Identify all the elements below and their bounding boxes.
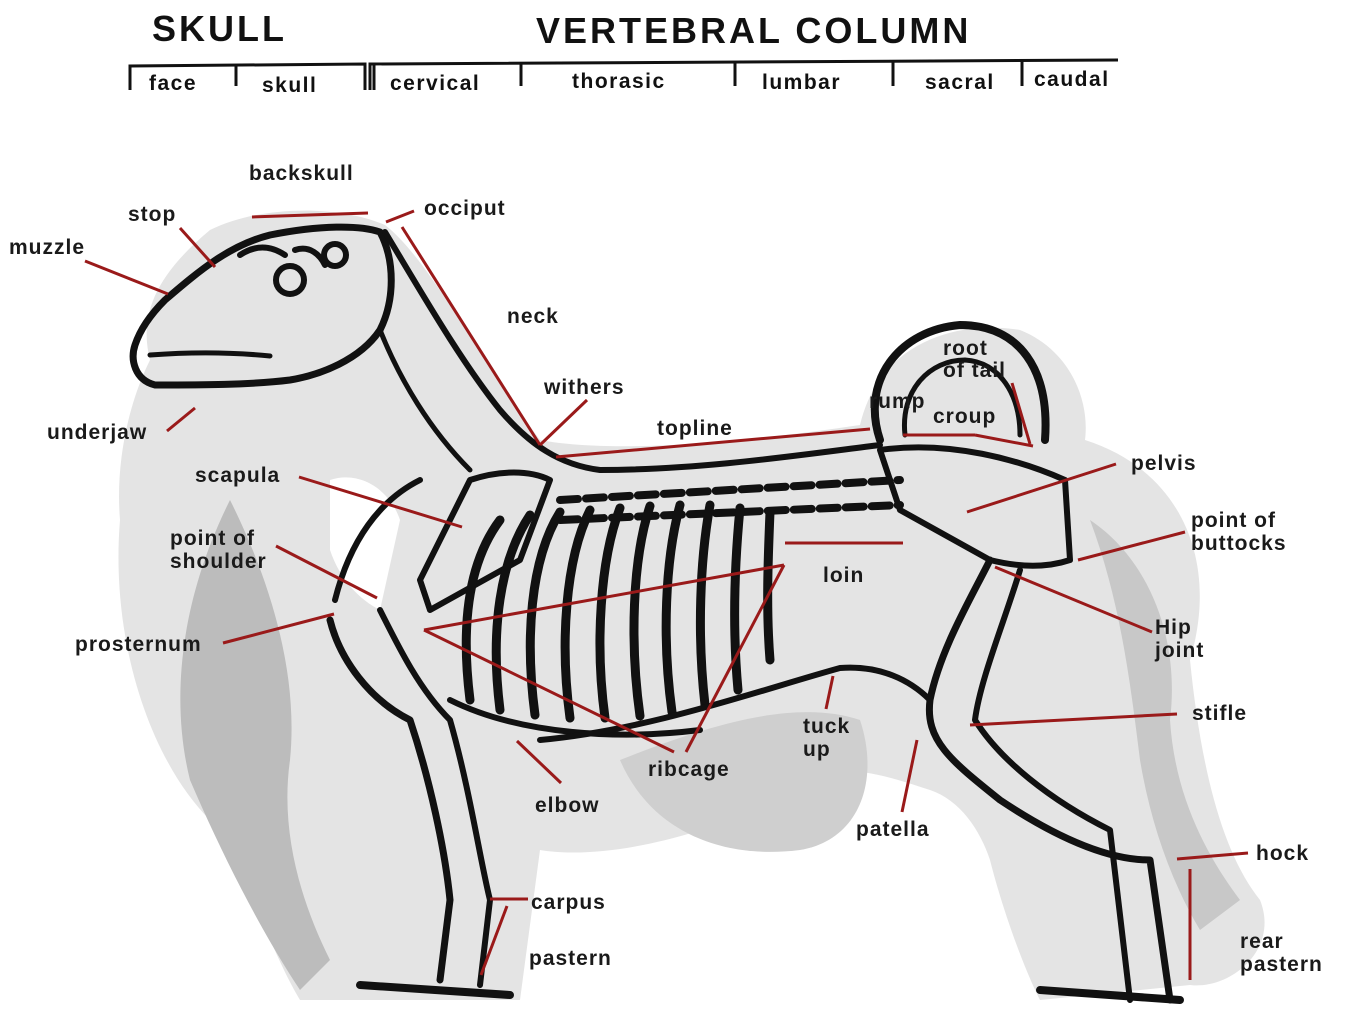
- label-hock: hock: [1256, 842, 1309, 865]
- label-scapula: scapula: [195, 464, 280, 487]
- label-neck: neck: [507, 305, 559, 328]
- label-tuck-up-2: up: [803, 738, 831, 761]
- label-topline: topline: [657, 417, 733, 440]
- label-ribcage: ribcage: [648, 758, 730, 781]
- label-tuck-up-1: tuck: [803, 715, 850, 738]
- label-backskull: backskull: [249, 162, 354, 185]
- label-rear-pastern-2: pastern: [1240, 953, 1323, 976]
- label-loin: loin: [823, 564, 864, 587]
- label-hip-joint-1: Hip: [1155, 616, 1192, 639]
- label-root-of-tail-2: of tail: [943, 359, 1006, 382]
- label-point-of-buttocks-1: point of: [1191, 509, 1276, 532]
- label-pastern: pastern: [529, 947, 612, 970]
- label-patella: patella: [856, 818, 930, 841]
- label-muzzle: muzzle: [9, 236, 85, 259]
- label-croup: croup: [933, 405, 996, 428]
- label-carpus: carpus: [531, 891, 606, 914]
- dog-coat: [118, 211, 1264, 1000]
- label-point-of-buttocks-2: buttocks: [1191, 532, 1287, 555]
- label-point-of-shoulder-2: shoulder: [170, 550, 267, 573]
- label-stifle: stifle: [1192, 702, 1247, 725]
- label-hip-joint-2: joint: [1155, 639, 1204, 662]
- label-underjaw: underjaw: [47, 421, 147, 444]
- label-elbow: elbow: [535, 794, 600, 817]
- label-rump: rump: [869, 390, 926, 413]
- label-root-of-tail-1: root: [943, 337, 988, 360]
- label-point-of-shoulder-1: point of: [170, 527, 255, 550]
- header-brackets: [130, 60, 1118, 90]
- label-rear-pastern-1: rear: [1240, 930, 1284, 953]
- label-withers: withers: [544, 376, 625, 399]
- label-stop: stop: [128, 203, 176, 226]
- label-pelvis: pelvis: [1131, 452, 1197, 475]
- label-occiput: occiput: [424, 197, 506, 220]
- label-prosternum: prosternum: [75, 633, 202, 656]
